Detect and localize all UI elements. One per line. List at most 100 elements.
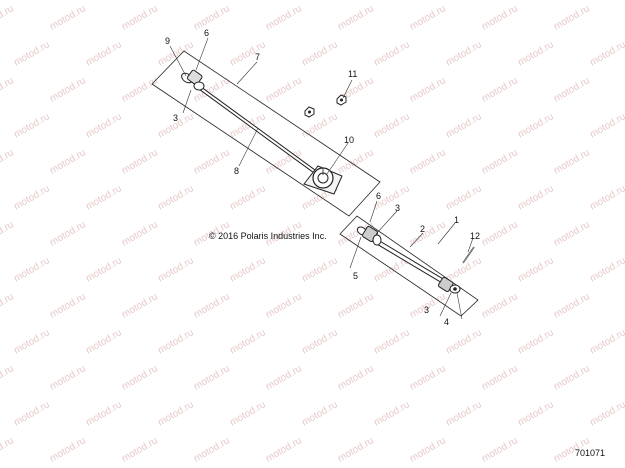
watermark-text: motod.ru [0,291,16,320]
watermark-text: motod.ru [300,255,340,284]
watermark-text: motod.ru [336,3,376,32]
upper-drive-shaft [198,86,320,176]
watermark-text: motod.ru [516,111,556,140]
watermark-text: motod.ru [0,363,16,392]
watermark-text: motod.ru [516,327,556,356]
watermark-text: motod.ru [336,363,376,392]
watermark-text: motod.ru [156,399,196,428]
callout-3-lower-rear: 3 [424,305,429,315]
watermark-text: motod.ru [480,219,520,248]
watermark-text: motod.ru [120,291,160,320]
watermark-text: motod.ru [84,39,124,68]
watermark-text: motod.ru [588,399,625,428]
watermark-text: motod.ru [408,3,448,32]
watermark-text: motod.ru [408,75,448,104]
carrier-bearing [303,165,343,195]
watermark-text: motod.ru [12,39,52,68]
callout-3-upper: 3 [173,113,178,123]
leader-lines [169,37,474,320]
callout-4: 4 [444,317,449,327]
watermark-text: motod.ru [228,183,268,212]
watermark-text: motod.ru [12,399,52,428]
watermark-text: motod.ru [192,291,232,320]
watermark-text: motod.ru [48,363,88,392]
watermark-text: motod.ru [336,291,376,320]
watermark-text: motod.ru [480,291,520,320]
watermark-text: motod.ru [264,435,304,464]
watermark-text: motod.ru [12,183,52,212]
roll-pin [462,246,475,264]
callout-10: 10 [344,135,354,145]
watermark-text: motod.ru [228,327,268,356]
watermark-text: motod.ru [156,327,196,356]
watermark-text: motod.ru [0,75,16,104]
lower-assembly-panel [339,215,479,317]
watermark-text: motod.ru [48,75,88,104]
hardware-nut [304,106,315,118]
watermark-text: motod.ru [372,39,412,68]
watermark-text: motod.ru [48,435,88,464]
callout-8: 8 [234,166,239,176]
watermark-text: motod.ru [192,363,232,392]
hardware-bolt [336,94,347,106]
watermark-text: motod.ru [516,183,556,212]
watermark-text: motod.ru [0,3,16,32]
watermark-text: motod.ru [84,327,124,356]
watermark-text: motod.ru [264,75,304,104]
watermark-text: motod.ru [408,363,448,392]
watermark-text: motod.ru [372,327,412,356]
watermark-text: motod.ru [12,255,52,284]
watermark-text: motod.ru [588,111,625,140]
watermark-text: motod.ru [228,399,268,428]
part-number: 701071 [575,448,606,458]
watermark-text: motod.ru [84,399,124,428]
watermark-text: motod.ru [588,39,625,68]
watermark-text: motod.ru [12,327,52,356]
watermark-text: motod.ru [372,399,412,428]
watermark-text: motod.ru [552,3,592,32]
watermark-text: motod.ru [156,255,196,284]
watermark-text: motod.ru [408,435,448,464]
watermark-text: motod.ru [552,75,592,104]
watermark-text: motod.ru [372,111,412,140]
watermark-text: motod.ru [192,3,232,32]
watermark-text: motod.ru [120,435,160,464]
watermark-text: motod.ru [264,3,304,32]
watermark-text: motod.ru [444,399,484,428]
watermark-text: motod.ru [192,147,232,176]
callout-2: 2 [420,224,425,234]
watermark-text: motod.ru [48,147,88,176]
watermark-text: motod.ru [480,3,520,32]
watermark-text: motod.ru [552,291,592,320]
watermark-text: motod.ru [480,75,520,104]
watermark-text: motod.ru [552,147,592,176]
watermark-text: motod.ru [120,3,160,32]
watermark-text: motod.ru [552,363,592,392]
upper-yoke-joint [181,69,205,91]
callout-9: 9 [165,36,170,46]
watermark-text: motod.ru [264,363,304,392]
watermark-text: motod.ru [480,435,520,464]
watermark-text: motod.ru [588,255,625,284]
watermark-text: motod.ru [552,219,592,248]
watermark-text: motod.ru [228,111,268,140]
watermark-text: motod.ru [480,363,520,392]
watermark-text: motod.ru [12,111,52,140]
callout-5: 5 [353,271,358,281]
watermark-text: motod.ru [408,147,448,176]
watermark-text: motod.ru [156,183,196,212]
watermark-text: motod.ru [300,399,340,428]
callout-3-lower-front: 3 [395,203,400,213]
callout-7: 7 [255,52,260,62]
watermark-text: motod.ru [516,39,556,68]
watermark-text: motod.ru [480,147,520,176]
watermark-text: motod.ru [228,255,268,284]
watermark-text: motod.ru [120,363,160,392]
callout-11: 11 [348,69,357,79]
watermark-text: motod.ru [84,111,124,140]
watermark-text: motod.ru [0,435,16,464]
watermark-text: motod.ru [588,183,625,212]
watermark-text: motod.ru [48,3,88,32]
watermark-text: motod.ru [48,291,88,320]
